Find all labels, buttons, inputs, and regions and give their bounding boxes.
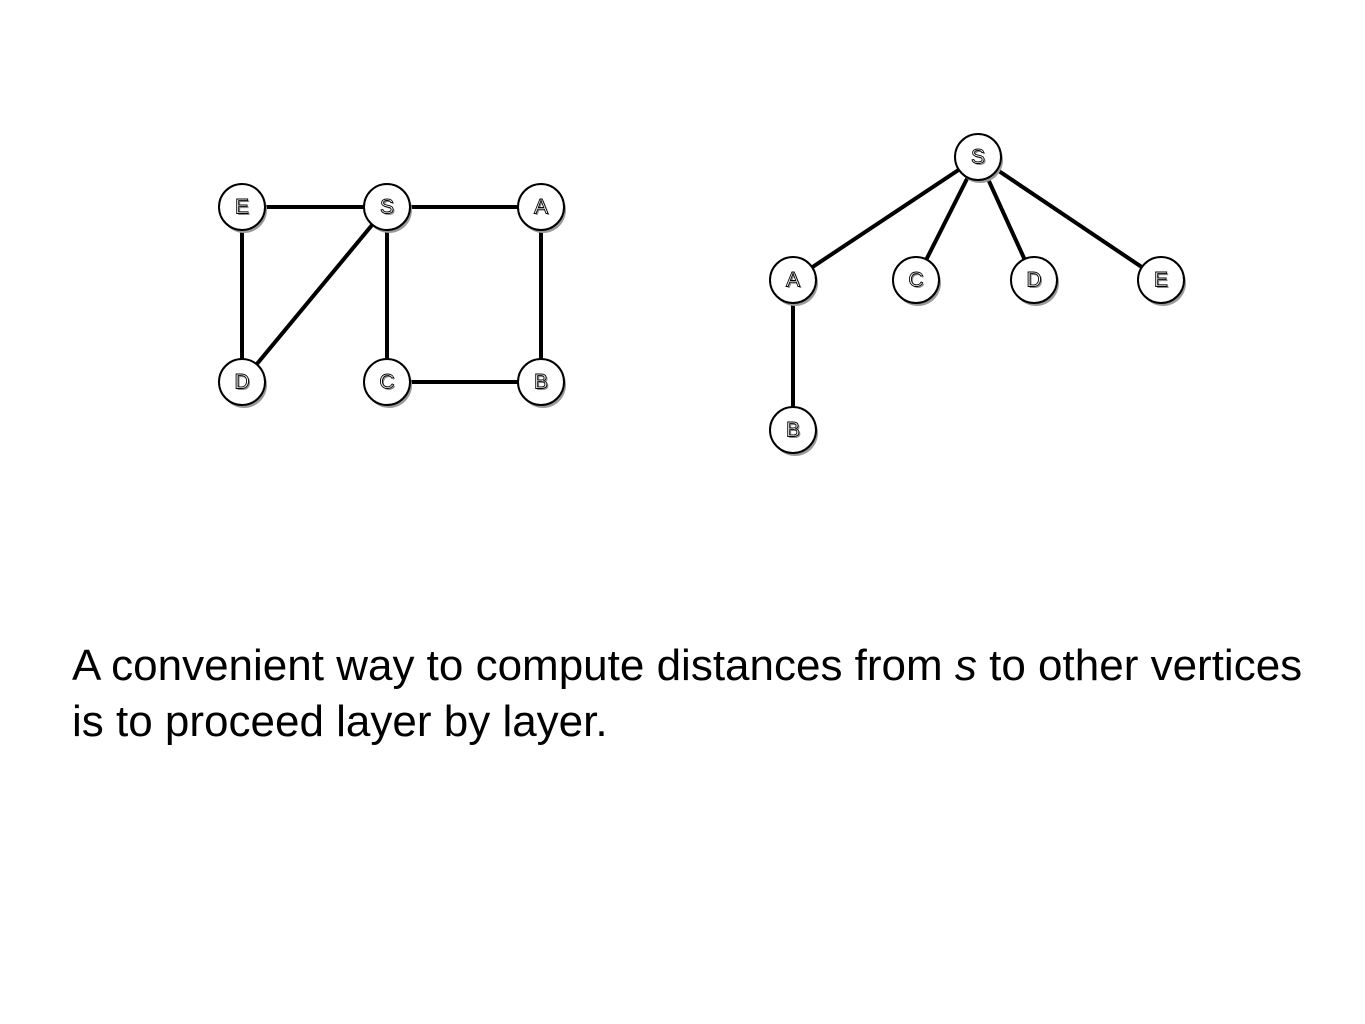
node-label: S: [971, 146, 985, 169]
node-circle: [954, 133, 1002, 181]
node-label: E: [1154, 269, 1168, 292]
caption-before: A convenient way to compute distances fr…: [72, 641, 955, 690]
node-label-shadow: B: [787, 420, 801, 443]
tree-node-c: CC: [892, 256, 941, 306]
node-label: C: [379, 371, 394, 394]
node-circle: [1137, 256, 1185, 304]
graph-node-a: AA: [517, 183, 566, 233]
graph-edge-s-d: [240, 205, 389, 384]
node-label-shadow: S: [972, 147, 986, 170]
node-circle: [769, 256, 817, 304]
node-label: S: [380, 196, 394, 219]
graph-node-b: BB: [517, 358, 566, 408]
node-label-shadow: E: [236, 197, 250, 220]
node-circle: [218, 358, 266, 406]
node-label-shadow: E: [1155, 270, 1169, 293]
caption-after: to other vertices is to proceed layer by…: [72, 641, 1303, 746]
bfs-layer-tree: SS AA CC DD EE BB: [769, 133, 1186, 456]
node-circle: [218, 183, 266, 231]
node-label-shadow: S: [381, 197, 395, 220]
node-label-shadow: D: [1028, 270, 1043, 293]
graph-node-e: EE: [218, 183, 267, 233]
node-circle: [1010, 256, 1058, 304]
tree-node-d: DD: [1010, 256, 1059, 306]
node-label-shadow: C: [381, 372, 396, 395]
undirected-graph: EE SS AA DD CC BB: [218, 183, 566, 408]
graph-node-d: DD: [218, 358, 267, 408]
node-label: E: [235, 196, 249, 219]
node-label: C: [908, 269, 923, 292]
node-label: B: [786, 419, 800, 442]
graph-node-c: CC: [363, 358, 412, 408]
node-label: A: [534, 196, 548, 219]
node-circle: [363, 183, 411, 231]
tree-edge-s-a: [791, 155, 980, 282]
node-circle: [517, 183, 565, 231]
graph-node-s: SS: [363, 183, 412, 233]
caption-variable-s: s: [954, 641, 977, 690]
tree-node-a: AA: [769, 256, 818, 306]
node-circle: [769, 406, 817, 454]
node-label: D: [234, 371, 249, 394]
node-label-shadow: B: [535, 372, 549, 395]
node-label: D: [1026, 269, 1041, 292]
node-circle: [363, 358, 411, 406]
node-label: B: [534, 371, 548, 394]
node-label: A: [786, 269, 800, 292]
tree-node-e: EE: [1137, 256, 1186, 306]
node-label-shadow: D: [236, 372, 251, 395]
tree-edge-s-e: [976, 155, 1163, 282]
node-circle: [517, 358, 565, 406]
tree-node-s: SS: [954, 133, 1003, 183]
caption: A convenient way to compute distances fr…: [72, 638, 1322, 750]
tree-node-b: BB: [769, 406, 818, 456]
node-label-shadow: A: [787, 270, 801, 293]
node-circle: [892, 256, 940, 304]
node-label-shadow: C: [910, 270, 925, 293]
node-label-shadow: A: [535, 197, 549, 220]
